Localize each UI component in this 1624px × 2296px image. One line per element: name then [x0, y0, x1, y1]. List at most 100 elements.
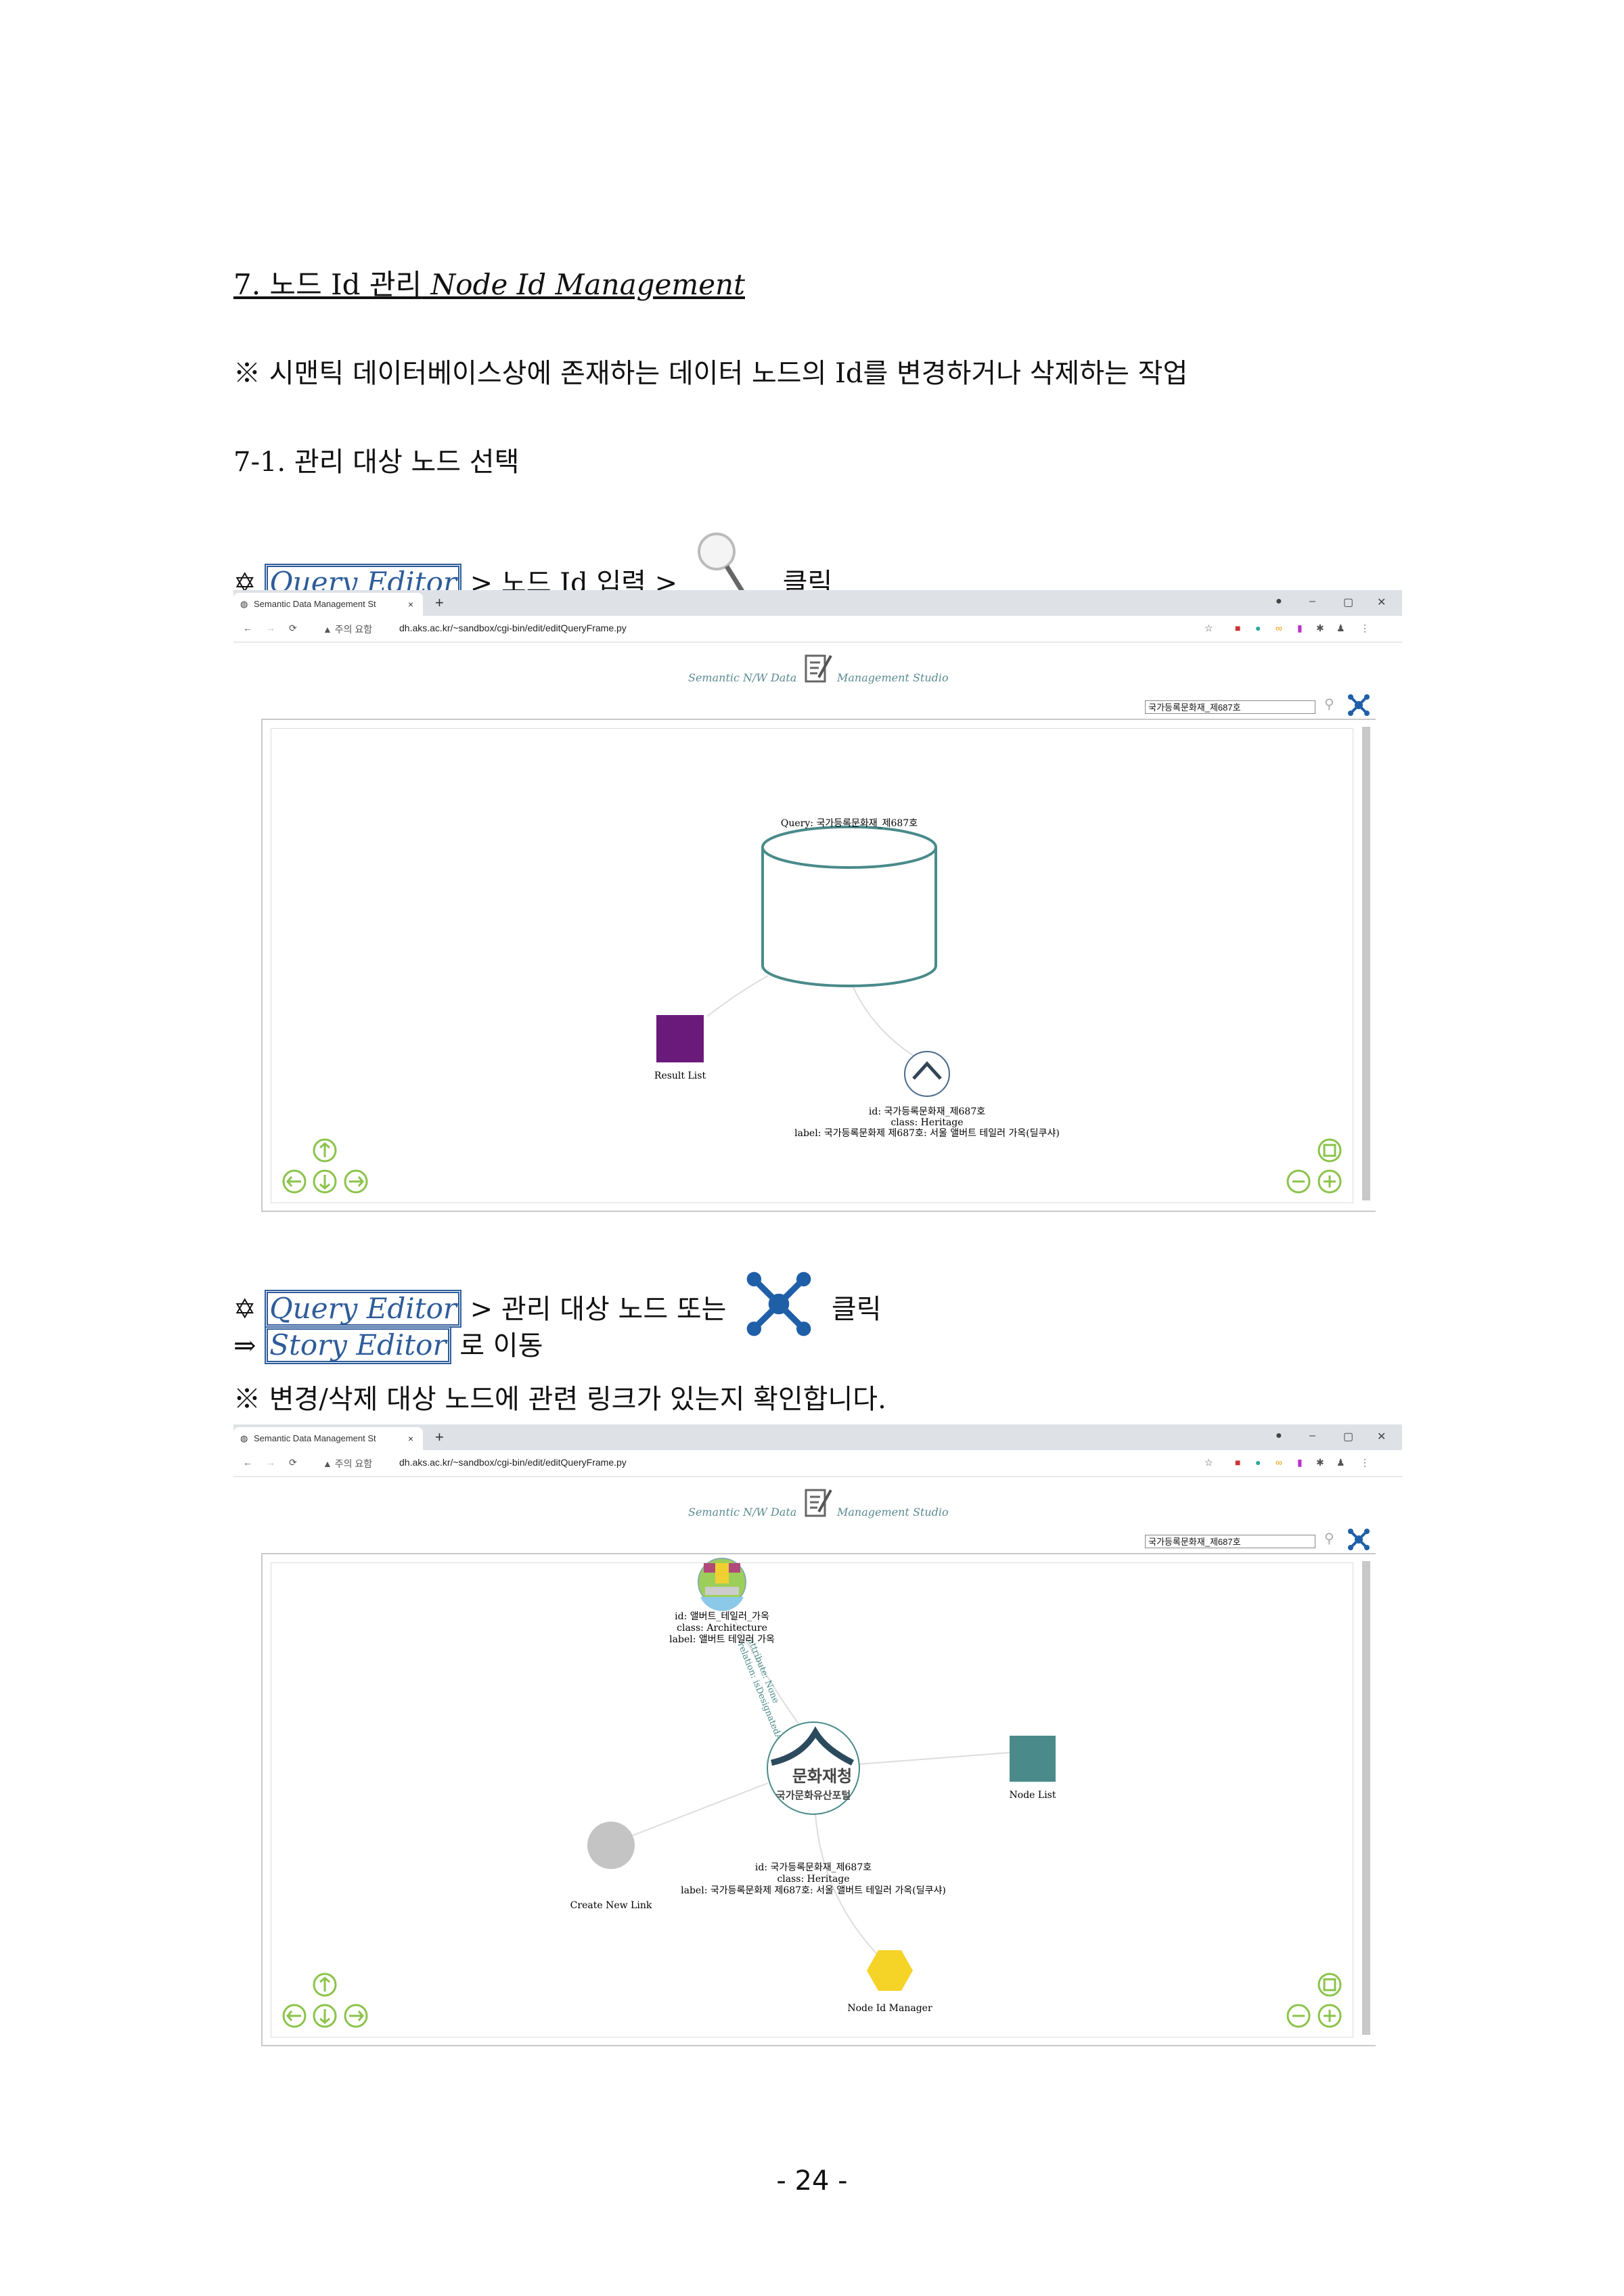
maximize-icon[interactable]: ▢: [1343, 1431, 1354, 1443]
network-icon[interactable]: [1347, 1527, 1371, 1552]
edge: [859, 1752, 1010, 1765]
node-id-label: id: 국가등록문화재_제687호: [755, 1862, 872, 1873]
query-cylinder-node[interactable]: [761, 826, 937, 987]
address-bar[interactable]: ← → ⟳ ▲ 주의 요함 dh.aks.ac.kr/~sandbox/cgi-…: [233, 616, 1402, 643]
heritage-logo-node[interactable]: 문화재청 국가문화유산포털: [767, 1721, 860, 1815]
edge: [852, 985, 916, 1058]
minimize-icon[interactable]: –: [1309, 1430, 1315, 1441]
create-new-link-label: Create New Link: [570, 1900, 652, 1911]
avatar[interactable]: ♟: [1336, 1457, 1345, 1468]
zoom-out-button[interactable]: [1286, 2004, 1311, 2028]
extension-icon[interactable]: ▮: [1297, 1457, 1303, 1468]
query-editor-link[interactable]: Query Editor: [265, 1290, 461, 1328]
star-icon: ✡: [233, 1294, 256, 1325]
story-editor-link[interactable]: Story Editor: [265, 1326, 451, 1364]
close-window-icon[interactable]: ✕: [1377, 597, 1386, 608]
node-id-manager-node[interactable]: [867, 1950, 913, 1991]
forward-icon[interactable]: →: [266, 623, 275, 633]
step3: ⇒ Story Editor 로 이동: [233, 1326, 543, 1364]
avatar[interactable]: ♟: [1336, 623, 1345, 633]
pan-left-button[interactable]: [282, 1169, 307, 1194]
extensions-puzzle-icon[interactable]: ✱: [1316, 1457, 1324, 1468]
close-tab-icon[interactable]: ×: [407, 1433, 413, 1444]
scrollbar[interactable]: [1362, 727, 1370, 1200]
pan-up-button[interactable]: [313, 1138, 337, 1163]
reload-icon[interactable]: ⟳: [289, 623, 297, 633]
extension-icon[interactable]: ■: [1235, 1457, 1241, 1468]
network-icon[interactable]: [1347, 693, 1371, 717]
browser-tab[interactable]: ◍Semantic Data Management St×: [233, 593, 423, 616]
extension-icon[interactable]: ■: [1235, 623, 1241, 633]
zoom-fit-button[interactable]: [1317, 1973, 1342, 1997]
extension-icon[interactable]: ●: [1255, 623, 1261, 633]
step2: ✡ Query Editor > 관리 대상 노드 또는 클릭: [233, 1267, 882, 1341]
step2-click-text: 클릭: [831, 1294, 882, 1325]
profile-icon[interactable]: ●: [1276, 595, 1282, 607]
extensions-puzzle-icon[interactable]: ✱: [1316, 623, 1324, 633]
node-label-label: label: 국가등록문화제 제687호: 서울 앨버트 테일러 가옥(딜쿠샤): [681, 1885, 946, 1896]
pan-down-button[interactable]: [313, 1169, 337, 1194]
maximize-icon[interactable]: ▢: [1343, 597, 1354, 608]
node-id-label: id: 국가등록문화재_제687호: [869, 1106, 985, 1117]
new-tab-button[interactable]: +: [435, 594, 444, 611]
zoom-in-button[interactable]: [1317, 2004, 1342, 2028]
result-list-label: Result List: [654, 1071, 706, 1081]
node-id-manager-label: Node Id Manager: [847, 2003, 932, 2014]
pan-right-button[interactable]: [344, 2004, 368, 2028]
node-id-search-input[interactable]: 국가등록문화재_제687호: [1145, 700, 1315, 714]
back-icon[interactable]: ←: [243, 623, 252, 633]
app-title-left: Semantic N/W Data: [688, 1506, 797, 1518]
extension-icon[interactable]: ∞: [1276, 1457, 1282, 1468]
security-warning[interactable]: ▲ 주의 요함: [323, 624, 373, 635]
url-text[interactable]: dh.aks.ac.kr/~sandbox/cgi-bin/edit/editQ…: [399, 623, 627, 633]
architecture-image-node[interactable]: [698, 1558, 746, 1611]
new-tab-button[interactable]: +: [435, 1428, 444, 1445]
arrow-icon: ⇒: [233, 1330, 256, 1361]
zoom-fit-button[interactable]: [1317, 1138, 1342, 1163]
browser-tab[interactable]: ◍Semantic Data Management St×: [233, 1427, 423, 1450]
url-text[interactable]: dh.aks.ac.kr/~sandbox/cgi-bin/edit/editQ…: [399, 1457, 627, 1468]
pan-down-button[interactable]: [313, 2004, 337, 2028]
extension-icon[interactable]: ▮: [1297, 623, 1303, 633]
close-window-icon[interactable]: ✕: [1377, 1431, 1386, 1443]
graph-canvas[interactable]: [271, 728, 1353, 1203]
extension-icon[interactable]: ∞: [1276, 623, 1282, 633]
pan-right-button[interactable]: [344, 1169, 368, 1194]
query-label: Query: 국가등록문화재_제687호: [781, 818, 918, 829]
node-list-node[interactable]: [1010, 1736, 1056, 1782]
svg-text:국가문화유산포털: 국가문화유산포털: [776, 1789, 851, 1801]
bookmark-star-icon[interactable]: ☆: [1204, 623, 1213, 633]
zoom-in-button[interactable]: [1317, 1169, 1342, 1194]
node-list-label: Node List: [1010, 1790, 1056, 1801]
back-icon[interactable]: ←: [243, 1457, 252, 1468]
create-new-link-node[interactable]: [587, 1822, 635, 1869]
browser-screenshot-2: ◍Semantic Data Management St× + ● – ▢ ✕ …: [233, 1424, 1402, 2046]
extension-icon[interactable]: ●: [1255, 1457, 1261, 1468]
menu-icon[interactable]: ⋮: [1360, 623, 1370, 633]
pan-up-button[interactable]: [313, 1973, 337, 1997]
heritage-logo-node[interactable]: [904, 1051, 950, 1097]
forward-icon[interactable]: →: [266, 1457, 275, 1468]
reload-icon[interactable]: ⟳: [289, 1457, 297, 1468]
profile-icon[interactable]: ●: [1276, 1430, 1282, 1441]
scrollbar[interactable]: [1362, 1561, 1370, 2035]
pan-left-button[interactable]: [282, 2004, 307, 2028]
close-tab-icon[interactable]: ×: [407, 599, 413, 610]
minimize-icon[interactable]: –: [1309, 595, 1315, 607]
search-icon[interactable]: ⚲: [1324, 1531, 1334, 1546]
menu-icon[interactable]: ⋮: [1360, 1457, 1370, 1468]
zoom-out-button[interactable]: [1286, 1169, 1311, 1194]
intro-text: ※ 시맨틱 데이터베이스상에 존재하는 데이터 노드의 Id를 변경하거나 삭제…: [233, 358, 1188, 389]
bookmark-star-icon[interactable]: ☆: [1204, 1457, 1213, 1468]
node-id-search-input[interactable]: 국가등록문화재_제687호: [1145, 1535, 1315, 1548]
subheading: 7-1. 관리 대상 노드 선택: [233, 447, 520, 478]
address-bar[interactable]: ← → ⟳ ▲ 주의 요함 dh.aks.ac.kr/~sandbox/cgi-…: [233, 1450, 1402, 1477]
heritage-logo-icon: [912, 1061, 942, 1080]
notepad-logo-icon: [805, 1489, 832, 1517]
search-icon[interactable]: ⚲: [1324, 697, 1334, 712]
browser-screenshot-1: ◍Semantic Data Management St× + ● – ▢ ✕ …: [233, 590, 1402, 1212]
graph-canvas[interactable]: [271, 1562, 1353, 2038]
security-warning[interactable]: ▲ 주의 요함: [323, 1458, 373, 1469]
edge: [624, 1782, 769, 1839]
result-list-node[interactable]: [656, 1015, 704, 1062]
